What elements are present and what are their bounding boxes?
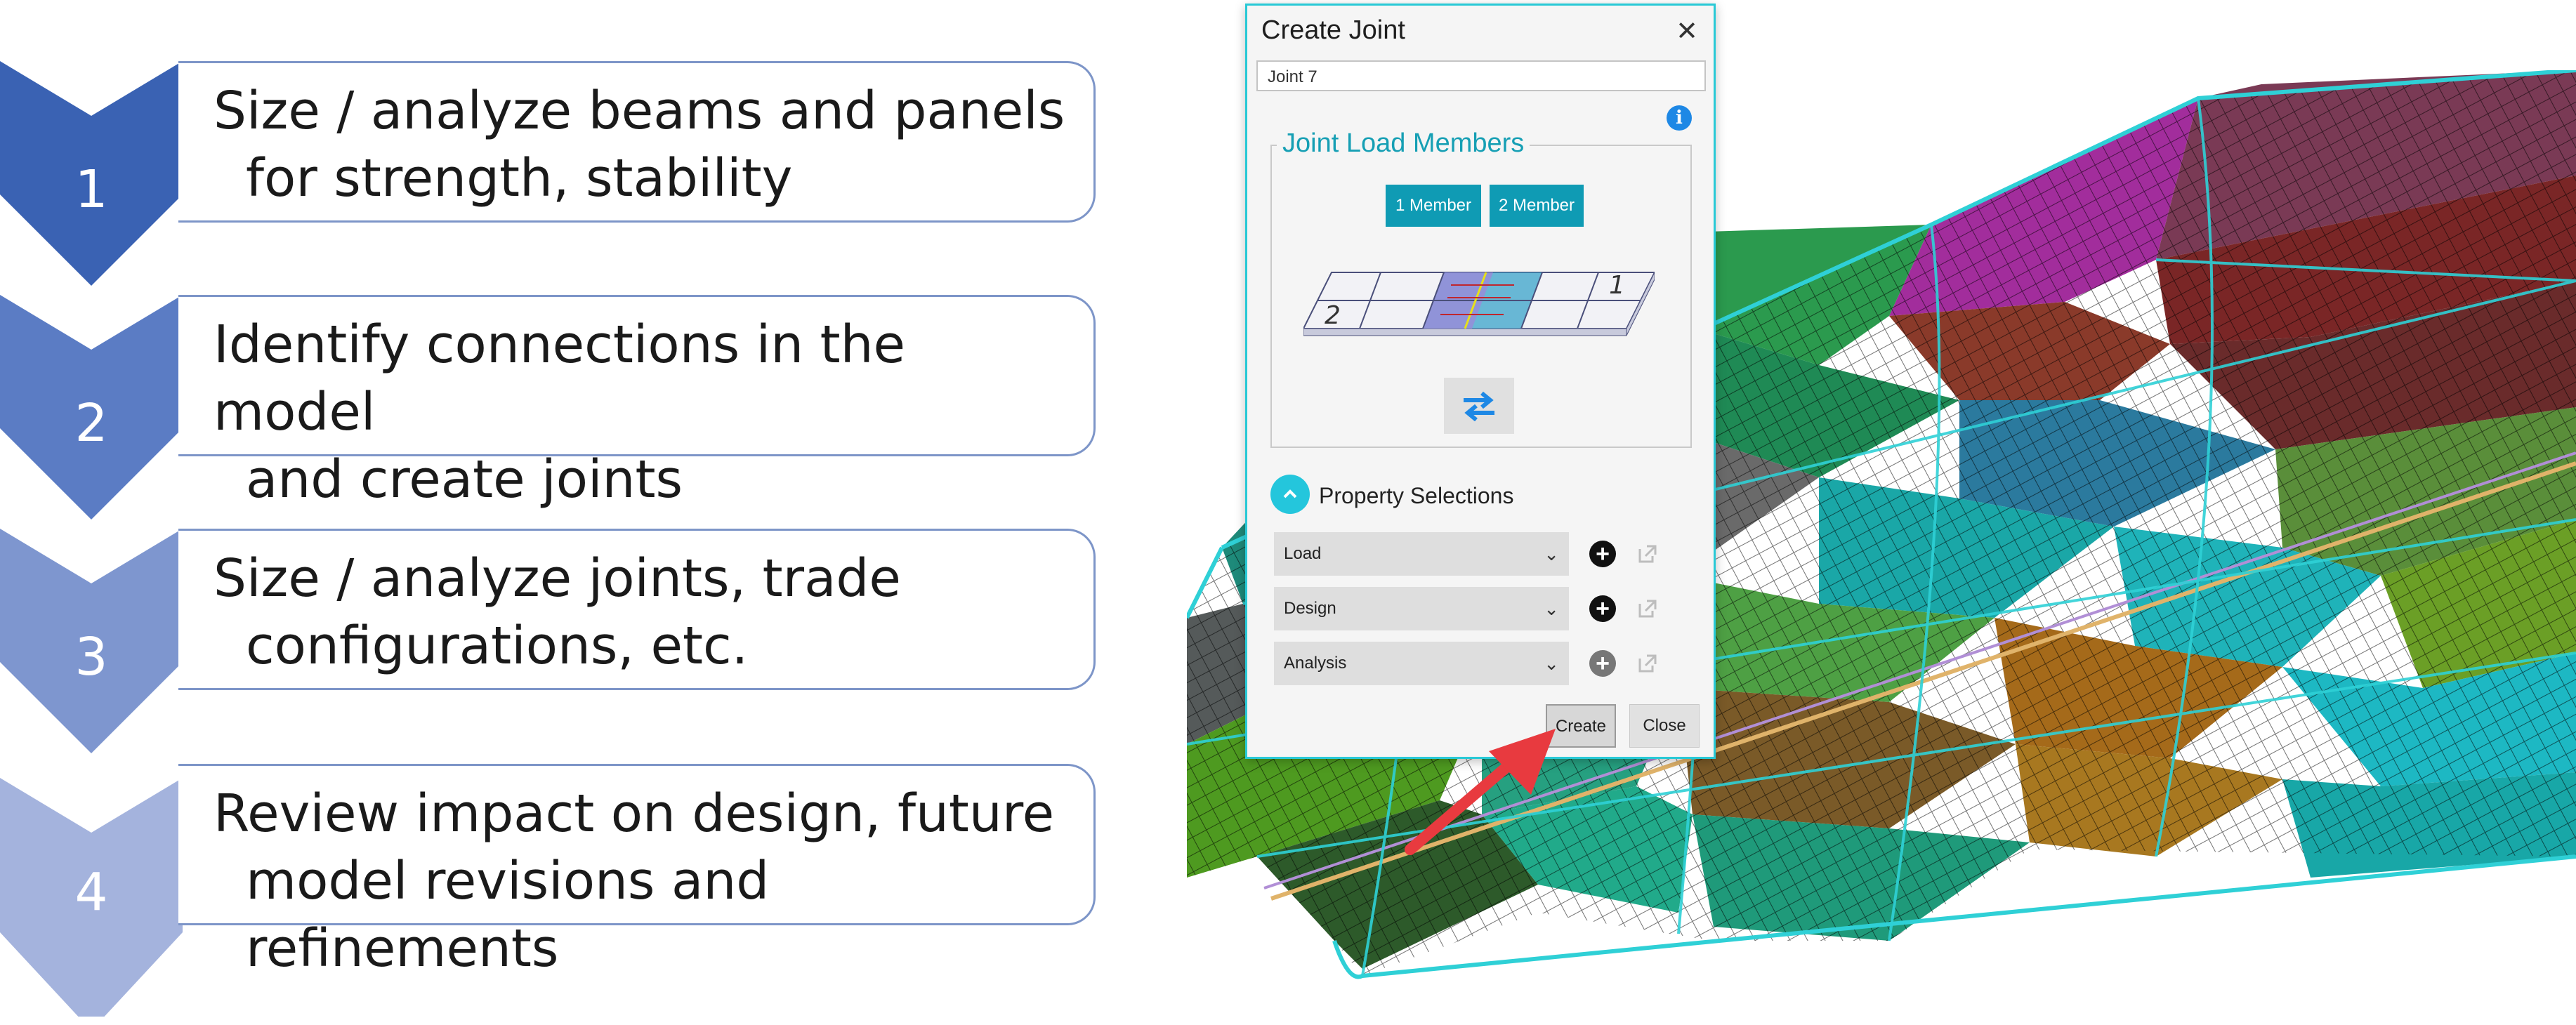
close-icon[interactable]: ✕: [1676, 17, 1698, 46]
step-text-line1: Size / analyze beams and panels: [213, 81, 1065, 141]
design-select[interactable]: Design ⌄: [1274, 587, 1569, 630]
chevron-1: [0, 61, 183, 286]
chevron-down-icon: ⌄: [1544, 598, 1559, 619]
step-box: Review impact on design, future model re…: [178, 764, 1096, 979]
chevron-4: [0, 778, 183, 1017]
collapse-chevron-icon[interactable]: [1270, 475, 1310, 514]
chevron-3: [0, 529, 183, 753]
diagram-label-1: 1: [1609, 271, 1625, 300]
create-button[interactable]: Create: [1546, 704, 1616, 748]
step-text-line2: configurations, etc.: [246, 616, 749, 676]
add-load-icon[interactable]: +: [1589, 541, 1616, 567]
two-member-button[interactable]: 2 Member: [1490, 185, 1584, 227]
step-number: 3: [74, 627, 108, 687]
step-1: 1 Size / analyze beams and panels for st…: [0, 61, 1096, 286]
joint-name-field[interactable]: Joint 7: [1256, 60, 1706, 91]
design-select-value: Design: [1284, 599, 1336, 618]
add-analysis-icon[interactable]: +: [1589, 650, 1616, 677]
pointer-arrow-icon: [1405, 729, 1556, 855]
analysis-select[interactable]: Analysis ⌄: [1274, 642, 1569, 685]
step-text-line2: model revisions and refinements: [246, 851, 770, 979]
step-box: Identify connections in the model and cr…: [178, 295, 1096, 510]
open-external-icon[interactable]: [1637, 598, 1658, 619]
joint-diagram: 2 1: [1303, 271, 1655, 336]
step-3: 3 Size / analyze joints, trade configura…: [0, 529, 1096, 753]
chevron-down-icon: ⌄: [1544, 543, 1559, 564]
step-text-line1: Review impact on design, future: [213, 783, 1055, 844]
open-external-icon[interactable]: [1637, 653, 1658, 674]
step-box: Size / analyze beams and panels for stre…: [178, 61, 1096, 223]
chevron-2: [0, 295, 183, 520]
create-joint-dialog: Create Joint ✕ Joint 7 i Joint Load Memb…: [1245, 4, 1716, 759]
step-2: 2 Identify connections in the model and …: [0, 295, 1096, 520]
step-number: 4: [74, 862, 108, 922]
one-member-button[interactable]: 1 Member: [1386, 185, 1481, 227]
dialog-title: Create Joint: [1261, 15, 1405, 45]
info-icon[interactable]: i: [1667, 105, 1692, 131]
step-text-line2: for strength, stability: [246, 148, 793, 209]
swap-arrows-icon: [1464, 391, 1494, 421]
step-text-line1: Identify connections in the model: [213, 315, 906, 442]
close-button[interactable]: Close: [1629, 704, 1700, 748]
open-external-icon[interactable]: [1637, 543, 1658, 564]
load-select[interactable]: Load ⌄: [1274, 532, 1569, 576]
property-selections-title: Property Selections: [1319, 483, 1514, 508]
chevron-down-icon: ⌄: [1544, 653, 1559, 674]
analysis-select-value: Analysis: [1284, 654, 1347, 673]
swap-members-button[interactable]: [1444, 378, 1514, 434]
step-text-line1: Size / analyze joints, trade: [213, 548, 901, 609]
step-box: Size / analyze joints, trade configurati…: [178, 529, 1096, 690]
step-number: 1: [74, 159, 108, 220]
step-4: 4 Review impact on design, future model …: [0, 764, 1096, 1017]
step-number: 2: [74, 393, 108, 454]
step-text-line2: and create joints: [246, 449, 683, 510]
diagram-label-2: 2: [1325, 301, 1341, 330]
load-select-value: Load: [1284, 544, 1322, 563]
add-design-icon[interactable]: +: [1589, 595, 1616, 622]
joint-load-members-legend: Joint Load Members: [1277, 128, 1530, 159]
